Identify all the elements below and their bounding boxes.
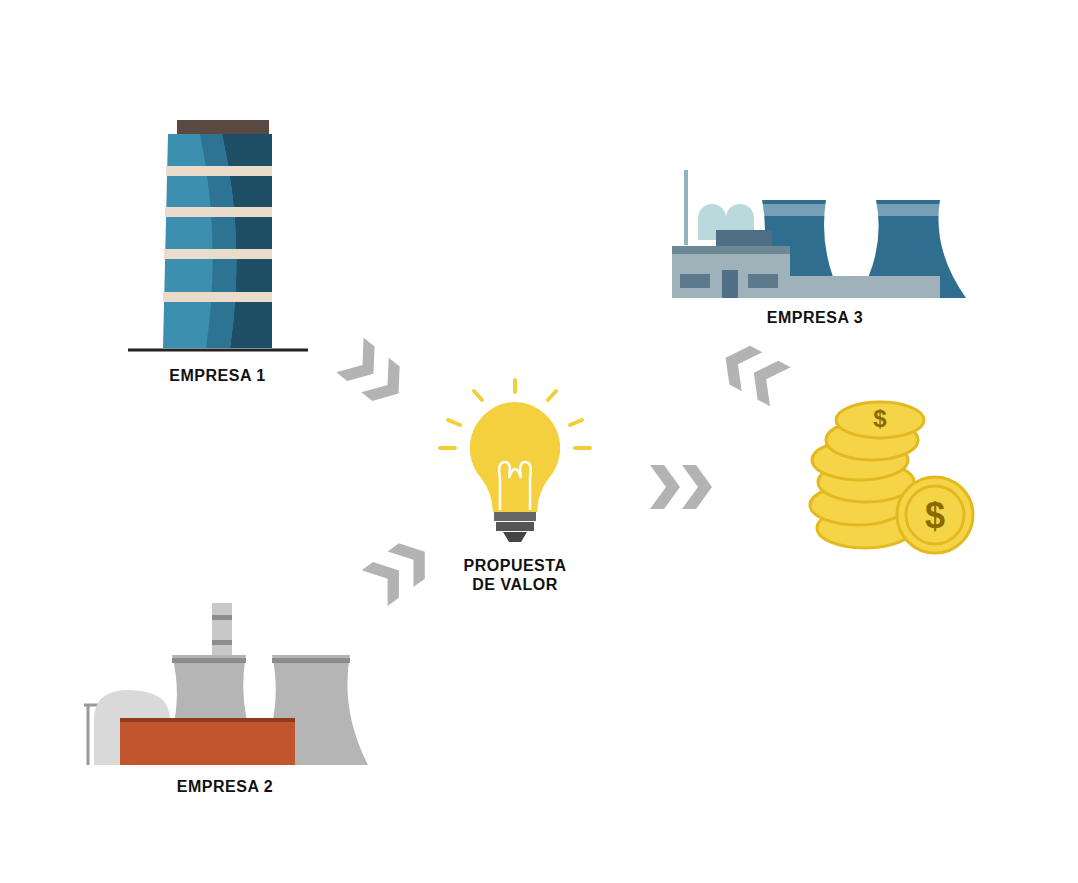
value-proposition-box: PROPUESTA DE VALOR <box>440 378 590 594</box>
connector-path <box>310 323 440 426</box>
chevron-connector <box>361 541 440 606</box>
chevron-head <box>361 358 399 401</box>
coin-stack <box>810 402 973 553</box>
chevron-head <box>388 543 425 587</box>
currency-sign: $ <box>873 405 886 433</box>
chevron-arrow <box>650 338 791 509</box>
company-box: EMPRESA 3 <box>660 165 970 327</box>
node-label: EMPRESA 1 <box>169 366 265 385</box>
node-label: EMPRESA 2 <box>177 777 273 796</box>
company-box: EMPRESA 1 <box>125 115 310 385</box>
chevron-head <box>336 338 374 381</box>
factory-blue <box>672 170 966 298</box>
node-label: PROPUESTA DE VALOR <box>454 556 576 594</box>
chevron-connector <box>310 323 440 426</box>
light-bulb <box>440 380 590 542</box>
node-label: EMPRESA 3 <box>767 308 863 327</box>
company-box: EMPRESA 2 <box>80 598 370 796</box>
office-tower <box>128 120 308 350</box>
chevron-head <box>362 562 399 606</box>
currency-sign: $ <box>925 495 945 537</box>
power-plant <box>84 603 368 765</box>
